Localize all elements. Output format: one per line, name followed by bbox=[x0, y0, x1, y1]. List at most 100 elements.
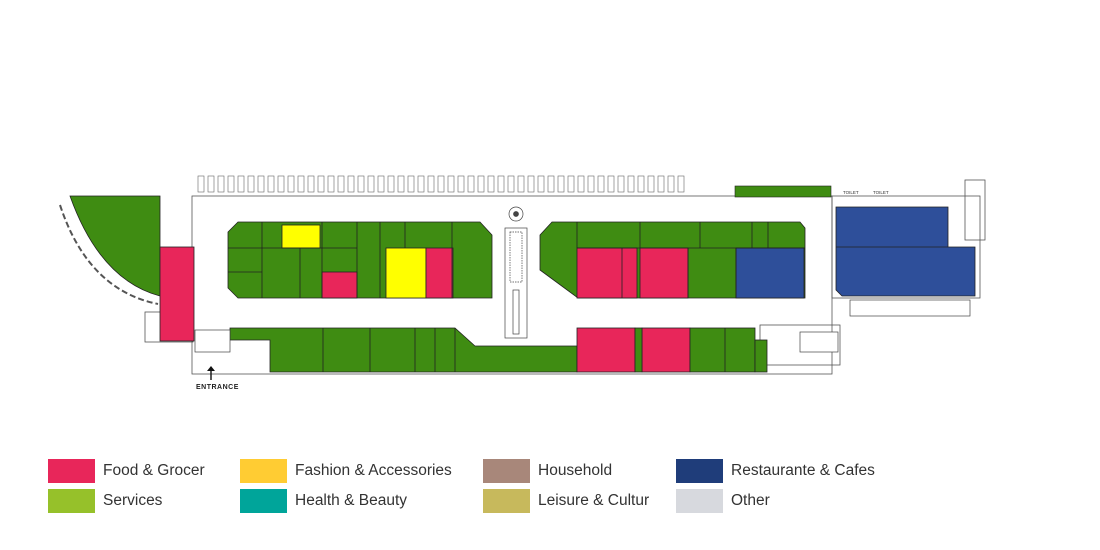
store-dividers-ne bbox=[576, 222, 805, 298]
arrow-up-icon bbox=[207, 366, 215, 380]
legend-label-services: Services bbox=[103, 492, 163, 509]
parking-space bbox=[287, 175, 295, 193]
center-escalator bbox=[504, 206, 528, 339]
legend-swatch-restaurant bbox=[676, 459, 723, 483]
legend-swatch-health bbox=[240, 489, 287, 513]
legend-label-food: Food & Grocer bbox=[103, 462, 205, 479]
legend-item-household: Household bbox=[483, 458, 676, 484]
parking-space bbox=[297, 175, 305, 193]
parking-space bbox=[197, 175, 205, 193]
legend-item-health: Health & Beauty bbox=[240, 488, 483, 514]
parking-space bbox=[667, 175, 675, 193]
legend-swatch-household bbox=[483, 459, 530, 483]
parking-space bbox=[217, 175, 225, 193]
store-fashion-large[interactable] bbox=[385, 247, 427, 299]
store-food-nw1[interactable] bbox=[321, 271, 358, 299]
parking-space bbox=[247, 175, 255, 193]
parking-space bbox=[347, 175, 355, 193]
legend-swatch-fashion bbox=[240, 459, 287, 483]
toilet-label-2: TOILET bbox=[873, 190, 889, 195]
parking-space bbox=[237, 175, 245, 193]
legend-item-services: Services bbox=[48, 488, 240, 514]
parking-space bbox=[357, 175, 365, 193]
mall-floor-plan: TOILET TOILET bbox=[59, 175, 986, 380]
legend-label-other: Other bbox=[731, 492, 770, 509]
parking-space bbox=[417, 175, 425, 193]
parking-space bbox=[577, 175, 585, 193]
legend-item-food: Food & Grocer bbox=[48, 458, 240, 484]
legend-label-fashion: Fashion & Accessories bbox=[295, 462, 452, 479]
parking-space bbox=[557, 175, 565, 193]
parking-space bbox=[407, 175, 415, 193]
parking-space bbox=[457, 175, 465, 193]
store-restaurant-east[interactable] bbox=[835, 206, 976, 297]
legend-label-restaurant: Restaurante & Cafes bbox=[731, 462, 875, 479]
parking-space bbox=[257, 175, 265, 193]
store-dividers-south bbox=[322, 328, 726, 372]
south-row bbox=[229, 327, 768, 373]
legend-swatch-food bbox=[48, 459, 95, 483]
west-wing-arc bbox=[59, 204, 159, 305]
entrance-stairs bbox=[194, 299, 971, 353]
store-food-nw2[interactable] bbox=[425, 247, 454, 299]
parking-space bbox=[317, 175, 325, 193]
parking-space bbox=[597, 175, 605, 193]
parking-space bbox=[677, 175, 685, 193]
store-food-ne1[interactable] bbox=[576, 247, 638, 299]
parking-spaces bbox=[197, 175, 685, 193]
parking-space bbox=[377, 175, 385, 193]
parking-space bbox=[367, 175, 375, 193]
legend: Food & Grocer Fashion & Accessories Hous… bbox=[48, 458, 896, 514]
store-food-ne2[interactable] bbox=[639, 247, 689, 299]
legend-label-household: Household bbox=[538, 462, 613, 479]
store-food-south1[interactable] bbox=[576, 327, 636, 373]
east-anchor bbox=[835, 206, 976, 297]
store-south-gap[interactable] bbox=[634, 327, 643, 373]
toilet-label-1: TOILET bbox=[843, 190, 859, 195]
legend-swatch-other bbox=[676, 489, 723, 513]
parking-space bbox=[447, 175, 455, 193]
parking-space bbox=[397, 175, 405, 193]
parking-space bbox=[507, 175, 515, 193]
parking-space bbox=[477, 175, 485, 193]
store-food-south2[interactable] bbox=[641, 327, 691, 373]
parking-space bbox=[307, 175, 315, 193]
parking-space bbox=[527, 175, 535, 193]
parking-space bbox=[517, 175, 525, 193]
parking-space bbox=[607, 175, 615, 193]
parking-space bbox=[387, 175, 395, 193]
parking-space bbox=[537, 175, 545, 193]
parking-space bbox=[207, 175, 215, 193]
store-block-south-east[interactable] bbox=[689, 327, 756, 373]
legend-swatch-services bbox=[48, 489, 95, 513]
parking-space bbox=[547, 175, 555, 193]
parking-space bbox=[467, 175, 475, 193]
parking-space bbox=[337, 175, 345, 193]
parking-space bbox=[497, 175, 505, 193]
parking-space bbox=[657, 175, 665, 193]
north-west-block bbox=[227, 221, 493, 299]
store-block-south-west[interactable] bbox=[229, 327, 578, 373]
parking-space bbox=[587, 175, 595, 193]
store-south-east-end[interactable] bbox=[754, 339, 768, 373]
legend-item-restaurant: Restaurante & Cafes bbox=[676, 458, 896, 484]
store-restaurant-ne[interactable] bbox=[735, 247, 805, 299]
parking-space bbox=[647, 175, 655, 193]
parking-space bbox=[227, 175, 235, 193]
parking-space bbox=[327, 175, 335, 193]
parking-space bbox=[487, 175, 495, 193]
parking-space bbox=[267, 175, 275, 193]
parking-space bbox=[627, 175, 635, 193]
store-west-wing[interactable] bbox=[69, 195, 161, 297]
legend-item-other: Other bbox=[676, 488, 896, 514]
parking-space bbox=[637, 175, 645, 193]
legend-item-fashion: Fashion & Accessories bbox=[240, 458, 483, 484]
store-services-ne-strip[interactable] bbox=[734, 185, 832, 198]
store-food-west[interactable] bbox=[159, 246, 195, 342]
legend-label-leisure: Leisure & Cultur bbox=[538, 492, 650, 509]
parking-space bbox=[437, 175, 445, 193]
north-east-block bbox=[539, 221, 806, 299]
legend-label-health: Health & Beauty bbox=[295, 492, 408, 509]
store-fashion-small[interactable] bbox=[281, 224, 321, 249]
parking-space bbox=[427, 175, 435, 193]
